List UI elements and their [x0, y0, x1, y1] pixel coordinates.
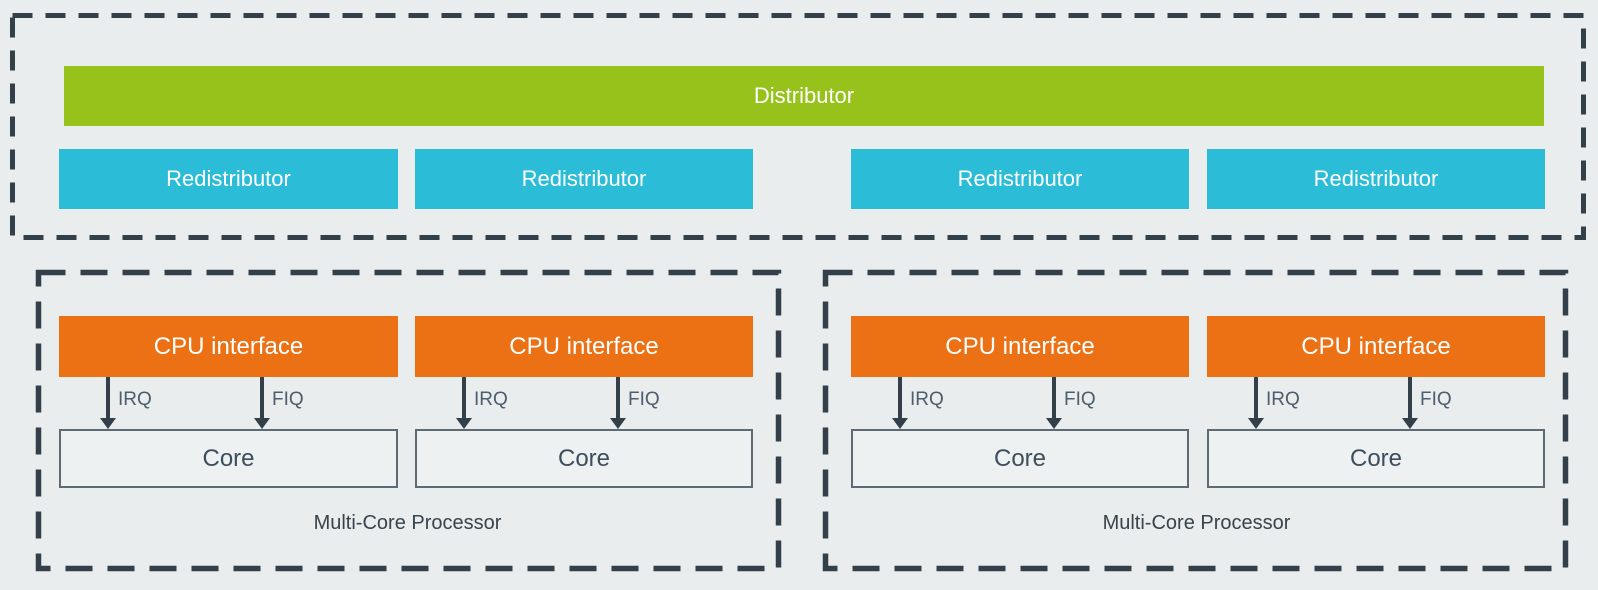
irq-arrow [106, 377, 110, 418]
core-box: Core [415, 429, 753, 488]
core-box: Core [59, 429, 398, 488]
fiq-label: FIQ [628, 389, 660, 410]
core-label: Core [1349, 444, 1403, 472]
core-box: Core [851, 429, 1189, 488]
cpu-interface-label: CPU interface [509, 332, 659, 360]
redistributor-label: Redistributor [166, 166, 291, 191]
processor-title: Multi-Core Processor [313, 512, 502, 534]
redistributor-box-3: Redistributor [851, 149, 1189, 209]
redistributor-box-2: Redistributor [415, 149, 753, 209]
cpu-interface-label: CPU interface [153, 332, 304, 360]
irq-label: IRQ [118, 389, 152, 410]
core-box: Core [1207, 429, 1545, 488]
irq-arrow [462, 377, 466, 418]
cpu-interface-box: CPU interface [59, 316, 398, 377]
redistributor-label: Redistributor [957, 166, 1083, 191]
cpu-interface-box: CPU interface [1207, 316, 1545, 377]
fiq-arrow [616, 377, 620, 418]
redistributor-box-1: Redistributor [59, 149, 398, 209]
irq-label: IRQ [1266, 389, 1300, 410]
irq-arrow [1254, 377, 1258, 418]
processor-dashed-box-left [35, 269, 782, 572]
redistributor-label: Redistributor [1313, 166, 1439, 191]
core-label: Core [993, 444, 1047, 472]
fiq-arrow [260, 377, 264, 418]
core-label: Core [202, 444, 255, 472]
cpu-interface-label: CPU interface [1301, 332, 1451, 360]
cpu-interface-box: CPU interface [851, 316, 1189, 377]
core-label: Core [557, 444, 611, 472]
processor-title: Multi-Core Processor [1102, 512, 1291, 534]
fiq-label: FIQ [1064, 389, 1096, 410]
cpu-interface-box: CPU interface [415, 316, 753, 377]
fiq-label: FIQ [272, 389, 304, 410]
redistributor-label: Redistributor [521, 166, 647, 191]
irq-label: IRQ [474, 389, 508, 410]
fiq-arrow [1052, 377, 1056, 418]
cpu-interface-label: CPU interface [945, 332, 1095, 360]
distributor-bar: Distributor [64, 66, 1544, 126]
irq-label: IRQ [910, 389, 944, 410]
distributor-label: Distributor [753, 83, 855, 108]
fiq-label: FIQ [1420, 389, 1452, 410]
fiq-arrow [1408, 377, 1412, 418]
redistributor-box-4: Redistributor [1207, 149, 1545, 209]
processor-dashed-box-right [822, 269, 1569, 572]
gic-dashed-box [10, 13, 1586, 240]
irq-arrow [898, 377, 902, 418]
